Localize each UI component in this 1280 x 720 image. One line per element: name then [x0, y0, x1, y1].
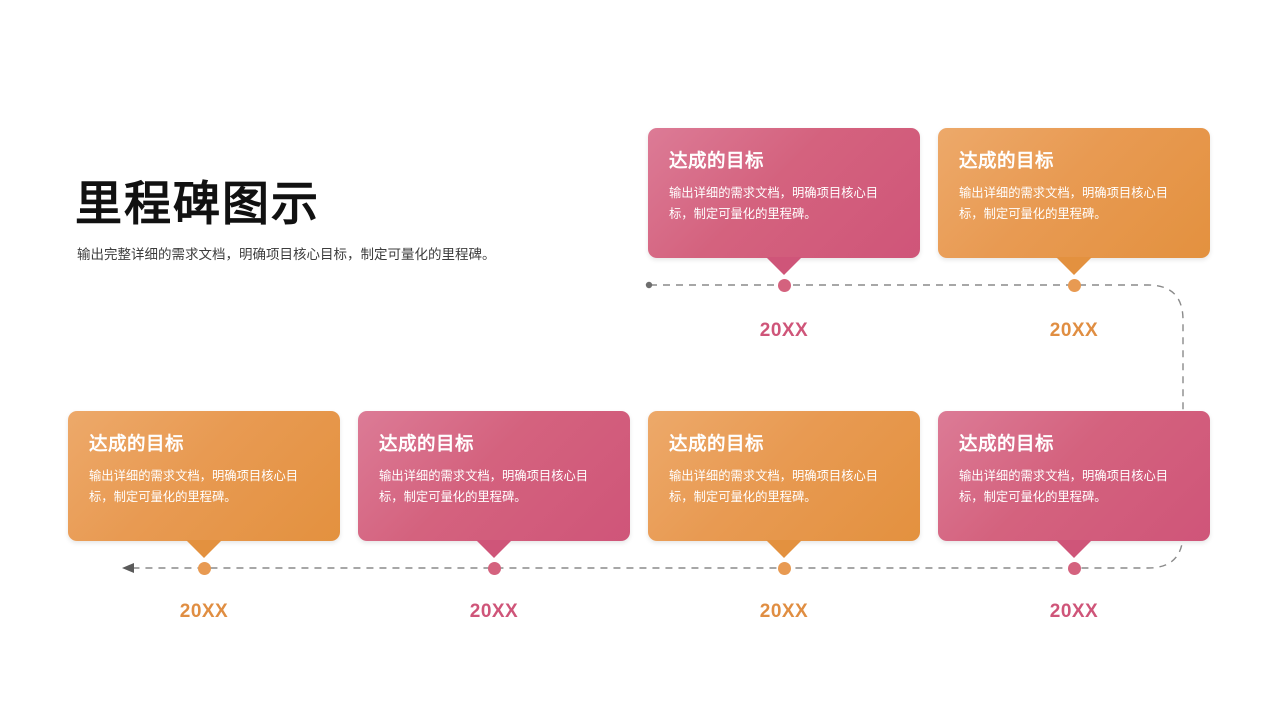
milestone-dot-bottom-1[interactable]: [197, 561, 211, 575]
timeline-end-arrow-icon: [122, 563, 134, 573]
timeline-start-cap-icon: [645, 281, 653, 289]
milestone-card-top-2[interactable]: 达成的目标 输出详细的需求文档，明确项目核心目标，制定可量化的里程碑。: [938, 128, 1210, 275]
milestone-card-body: 输出详细的需求文档，明确项目核心目标，制定可量化的里程碑。: [959, 186, 1169, 222]
milestone-year-bottom-4: 20XX: [1049, 601, 1099, 622]
milestone-card-bottom-4[interactable]: 达成的目标 输出详细的需求文档，明确项目核心目标，制定可量化的里程碑。: [938, 411, 1210, 558]
milestone-year-bottom-1: 20XX: [179, 601, 229, 622]
milestone-dot-bottom-4[interactable]: [1067, 561, 1081, 575]
card-pointer-tail-icon: [766, 540, 802, 558]
page-subtitle: 输出完整详细的需求文档，明确项目核心目标，制定可量化的里程碑。: [77, 246, 496, 262]
milestone-year-top-2: 20XX: [1049, 320, 1099, 341]
milestone-card-title: 达成的目标: [89, 433, 185, 454]
milestone-card-title: 达成的目标: [959, 433, 1055, 454]
milestone-card-bottom-1[interactable]: 达成的目标 输出详细的需求文档，明确项目核心目标，制定可量化的里程碑。: [68, 411, 340, 558]
milestone-card-body: 输出详细的需求文档，明确项目核心目标，制定可量化的里程碑。: [959, 469, 1169, 505]
milestone-dot-bottom-2[interactable]: [487, 561, 501, 575]
milestone-card-title: 达成的目标: [669, 433, 765, 454]
milestone-card-top-1[interactable]: 达成的目标 输出详细的需求文档，明确项目核心目标，制定可量化的里程碑。: [648, 128, 920, 275]
milestone-card-body: 输出详细的需求文档，明确项目核心目标，制定可量化的里程碑。: [89, 469, 299, 505]
milestone-card-title: 达成的目标: [669, 150, 765, 171]
card-pointer-tail-icon: [1056, 257, 1092, 275]
milestone-card-bottom-2[interactable]: 达成的目标 输出详细的需求文档，明确项目核心目标，制定可量化的里程碑。: [358, 411, 630, 558]
card-pointer-tail-icon: [186, 540, 222, 558]
page-title: 里程碑图示: [75, 177, 320, 230]
milestone-year-bottom-3: 20XX: [759, 601, 809, 622]
milestone-card-title: 达成的目标: [959, 150, 1055, 171]
milestone-year-top-1: 20XX: [759, 320, 809, 341]
milestone-card-body: 输出详细的需求文档，明确项目核心目标，制定可量化的里程碑。: [669, 469, 879, 505]
card-pointer-tail-icon: [766, 257, 802, 275]
card-pointer-tail-icon: [476, 540, 512, 558]
milestone-card-body: 输出详细的需求文档，明确项目核心目标，制定可量化的里程碑。: [379, 469, 589, 505]
milestone-card-bottom-3[interactable]: 达成的目标 输出详细的需求文档，明确项目核心目标，制定可量化的里程碑。: [648, 411, 920, 558]
card-pointer-tail-icon: [1056, 540, 1092, 558]
milestone-year-bottom-2: 20XX: [469, 601, 519, 622]
milestone-dot-bottom-3[interactable]: [777, 561, 791, 575]
milestone-dot-top-2[interactable]: [1067, 278, 1081, 292]
heading-block: 里程碑图示 输出完整详细的需求文档，明确项目核心目标，制定可量化的里程碑。: [75, 177, 595, 265]
milestone-dot-top-1[interactable]: [777, 278, 791, 292]
milestone-card-body: 输出详细的需求文档，明确项目核心目标，制定可量化的里程碑。: [669, 186, 879, 222]
milestone-card-title: 达成的目标: [379, 433, 475, 454]
